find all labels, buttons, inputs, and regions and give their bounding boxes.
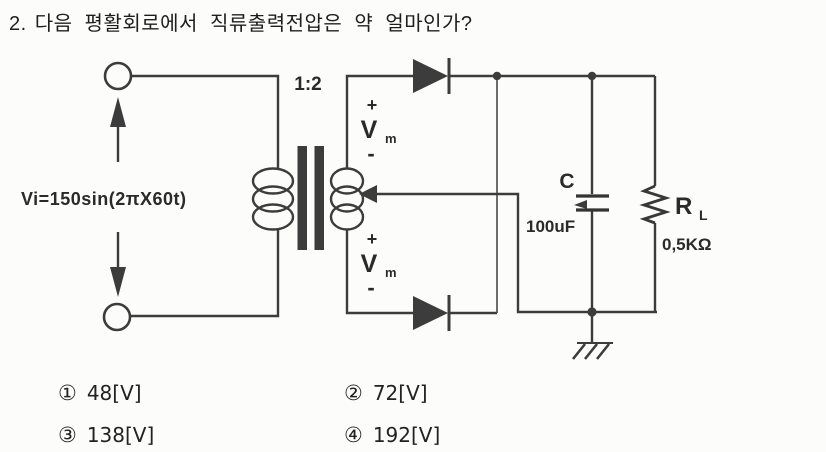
vm-bottom-plus: + bbox=[367, 229, 378, 249]
vm-top-v: V bbox=[361, 116, 378, 144]
resistor-name-label: R bbox=[675, 193, 692, 220]
vm-top-plus: + bbox=[367, 95, 378, 115]
question-number: 2. bbox=[9, 13, 27, 35]
vm-top-minus: - bbox=[367, 141, 374, 166]
resistor-value-label: 0,5KΩ bbox=[662, 235, 712, 254]
vm-bottom-v: V bbox=[361, 250, 378, 278]
source-voltage-label: Vi=150sin(2πX60t) bbox=[21, 189, 187, 209]
capacitor-icon bbox=[574, 194, 609, 212]
capacitor-value-label: 100uF bbox=[526, 217, 575, 236]
choice-2-number: ② bbox=[344, 381, 363, 405]
choice-3-number: ③ bbox=[58, 423, 77, 447]
input-source: Vi=150sin(2πX60t) bbox=[21, 61, 187, 332]
vm-top-label: + V m - bbox=[361, 95, 397, 166]
vm-top-sub: m bbox=[385, 131, 397, 146]
resistor-sub-label: L bbox=[699, 207, 708, 223]
vm-bottom-label: + V m - bbox=[361, 229, 397, 300]
input-arrow-up-icon bbox=[110, 97, 126, 162]
input-terminal-bottom bbox=[102, 302, 132, 332]
choice-1-text: 48[V] bbox=[86, 381, 142, 405]
transformer-primary-coil bbox=[251, 167, 295, 231]
turns-ratio-label: 1:2 bbox=[294, 74, 321, 95]
question-text: 다음 평활회로에서 직류출력전압은 약 얼마인가? bbox=[34, 13, 473, 35]
diode-top-icon bbox=[413, 58, 451, 94]
choice-3-text: 138[V] bbox=[86, 423, 155, 447]
center-tap-arrow-icon bbox=[359, 185, 377, 203]
junction-dot bbox=[587, 71, 597, 81]
vm-bottom-minus: - bbox=[367, 275, 374, 300]
choice-4-number: ④ bbox=[344, 423, 363, 447]
capacitor-name-label: C bbox=[559, 170, 574, 193]
ground-icon bbox=[571, 342, 613, 360]
junction-dot bbox=[492, 71, 502, 81]
junction-dot bbox=[587, 307, 597, 317]
input-terminal-top bbox=[103, 61, 133, 91]
choice-4-text: 192[V] bbox=[372, 423, 441, 447]
load-resistor-icon bbox=[639, 184, 671, 225]
input-arrow-down-icon bbox=[110, 232, 126, 297]
transformer: 1:2 bbox=[251, 74, 377, 250]
choice-4: ④ 192[V] bbox=[344, 423, 440, 447]
choice-2: ② 72[V] bbox=[344, 381, 428, 405]
choice-2-text: 72[V] bbox=[372, 381, 428, 405]
choice-1-number: ① bbox=[58, 381, 77, 405]
transformer-secondary-coil bbox=[329, 167, 365, 231]
diode-bottom-icon bbox=[413, 295, 451, 331]
question-line: 2. 다음 평활회로에서 직류출력전압은 약 얼마인가? bbox=[9, 7, 473, 36]
wire-network bbox=[130, 74, 657, 342]
choice-3: ③ 138[V] bbox=[58, 423, 154, 447]
transformer-core bbox=[297, 146, 324, 250]
choice-1: ① 48[V] bbox=[58, 381, 142, 405]
vm-bottom-sub: m bbox=[385, 265, 397, 280]
